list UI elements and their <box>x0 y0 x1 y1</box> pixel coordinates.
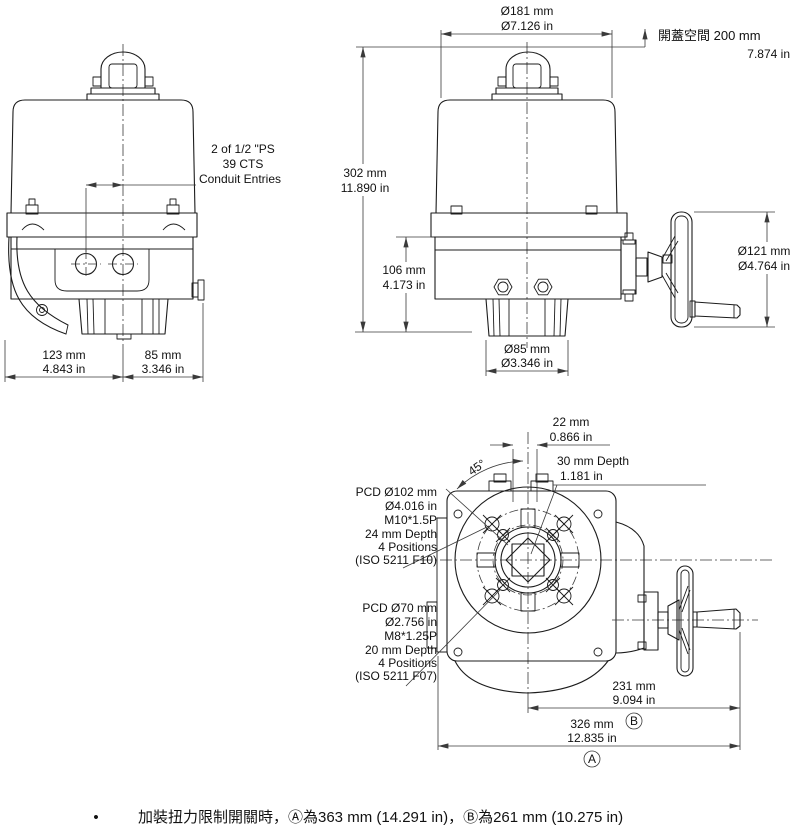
circled-a: A <box>583 750 601 768</box>
dim-302mm-in: 11.890 in <box>341 181 390 195</box>
dim-302-lines <box>335 47 472 333</box>
drive-socket <box>494 526 562 594</box>
dim-106mm-in: 4.173 in <box>383 278 426 292</box>
circled-b: B <box>625 712 643 730</box>
side-motor-housing <box>435 99 618 214</box>
dim-22mm: 22 mm <box>553 415 590 429</box>
front-drive-base <box>78 298 169 340</box>
side-handle-grip <box>694 301 741 319</box>
depth-30-callout <box>530 484 706 555</box>
dim-85mm: 85 mm <box>145 348 182 362</box>
dim-302mm: 302 mm <box>343 166 386 180</box>
dim-231-lines <box>527 632 741 750</box>
f10-line3: M10*1.5P <box>384 513 437 527</box>
dim-326mm: 326 mm <box>570 717 613 731</box>
f07-line1: PCD Ø70 mm <box>362 601 437 615</box>
dim-85-lines <box>485 340 569 376</box>
front-conduit-dimension <box>85 182 196 252</box>
side-handwheel <box>620 211 741 328</box>
f07-line6: (ISO 5211 F07) <box>355 669 437 683</box>
label-a: A <box>588 752 596 766</box>
f07-line5: 4 Positions <box>378 656 437 670</box>
f10-line5: 4 Positions <box>378 540 437 554</box>
dim-106-lines <box>379 236 434 332</box>
f10-line1: PCD Ø102 mm <box>356 485 437 499</box>
f07-line2: Ø2.756 in <box>385 615 437 629</box>
angle-45-label: 45° <box>465 456 488 478</box>
side-limit-switch-cap <box>491 51 563 101</box>
dim-231mm: 231 mm <box>612 679 655 693</box>
label-b: B <box>630 714 638 728</box>
dim-dia121-in: Ø4.764 in <box>738 259 790 273</box>
dim-326-lines <box>437 656 740 750</box>
bottom-handwheel <box>612 565 758 677</box>
f10-line2: Ø4.016 in <box>385 499 437 513</box>
dim-121-lines <box>694 211 797 328</box>
front-bracket <box>8 236 69 335</box>
pcd-f07-callout <box>405 589 501 687</box>
footnote-bullet: • <box>93 809 98 826</box>
dim-dia85-in: Ø3.346 in <box>501 356 553 370</box>
clearance-label-in: 7.874 in <box>747 47 790 61</box>
front-motor-housing <box>10 99 196 214</box>
side-gear-housing <box>434 249 622 300</box>
f07-line3: M8*1.25P <box>384 629 437 643</box>
f07-line4: 20 mm Depth <box>365 643 437 657</box>
dim-dia85-mm: Ø85 mm <box>504 342 550 356</box>
dim-85mm-in: 3.346 in <box>142 362 185 376</box>
clearance-label: 開蓋空間 200 mm <box>658 28 761 43</box>
angle-45-callout <box>445 458 524 546</box>
front-flange <box>6 198 198 250</box>
conduit-note-line3: Conduit Entries <box>199 172 281 186</box>
pcd-f10-callout <box>402 525 490 569</box>
footnote-text: 加裝扭力限制開關時，Ⓐ為363 mm (14.291 in)，Ⓑ為261 mm … <box>138 809 623 826</box>
dim-123mm-in: 4.843 in <box>43 362 86 376</box>
depth-30-label-in: 1.181 in <box>560 469 603 483</box>
conduit-note-line2: 39 CTS <box>223 157 264 171</box>
front-limit-switch-cap <box>86 51 160 101</box>
side-drive-base <box>485 298 569 337</box>
side-flange <box>430 205 628 251</box>
dim-dia121-mm: Ø121 mm <box>738 244 791 258</box>
dim-106mm: 106 mm <box>382 263 425 277</box>
side-view: Ø181 mm Ø7.126 in 開蓋空間 200 mm 7.874 in 3… <box>335 4 797 376</box>
cover-clearance-callout <box>356 29 648 48</box>
dim-dia181-in: Ø7.126 in <box>501 19 553 33</box>
dim-123mm: 123 mm <box>42 348 85 362</box>
conduit-note-line1: 2 of 1/2 "PS <box>211 142 275 156</box>
f10-line6: (ISO 5211 F10) <box>355 553 437 567</box>
front-width-dimension <box>4 303 204 382</box>
iso5211-flange-face <box>454 486 602 634</box>
dia181-dimension <box>440 30 613 98</box>
dim-326mm-in: 12.835 in <box>567 731 616 745</box>
dim-231mm-in: 9.094 in <box>613 693 656 707</box>
dim-22mm-in: 0.866 in <box>550 430 593 444</box>
footnote: • 加裝扭力限制開關時，Ⓐ為363 mm (14.291 in)，Ⓑ為261 m… <box>93 809 623 826</box>
f10-line4: 24 mm Depth <box>365 527 437 541</box>
depth-30-label: 30 mm Depth <box>557 454 629 468</box>
dim-dia181-mm: Ø181 mm <box>501 4 554 18</box>
front-view: 2 of 1/2 "PS 39 CTS Conduit Entries 123 … <box>4 44 281 382</box>
bottom-view: 22 mm 0.866 in 45° 30 mm Depth 1.181 in … <box>355 415 772 768</box>
front-gear-housing <box>10 248 205 301</box>
